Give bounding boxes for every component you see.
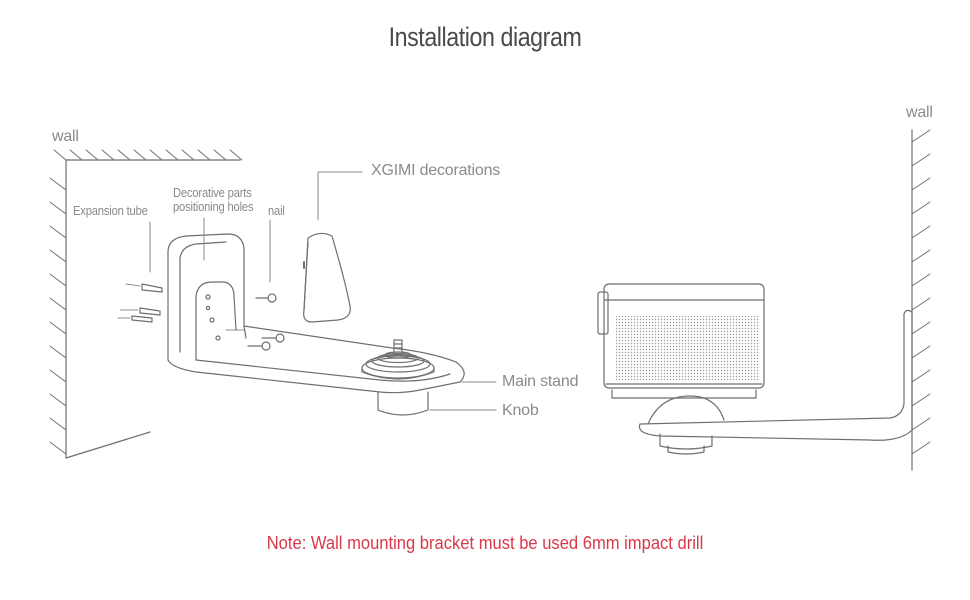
label-decorative-parts-line1: Decorative parts xyxy=(173,185,252,200)
projector xyxy=(597,283,765,425)
label-knob: Knob xyxy=(502,402,539,419)
page-title: Installation diagram xyxy=(388,22,582,52)
label-decorative-parts-line2: positioning holes xyxy=(173,199,254,214)
label-wall-right: wall xyxy=(906,104,933,121)
right-wall xyxy=(911,129,931,471)
installation-note: Note: Wall mounting bracket must be used… xyxy=(266,533,704,553)
left-wall xyxy=(49,149,243,459)
label-expansion-tube: Expansion tube xyxy=(73,203,148,218)
knob-assembly xyxy=(361,339,435,416)
xgimi-decoration-piece xyxy=(303,232,351,323)
expansion-tubes xyxy=(117,283,163,323)
main-stand-bracket xyxy=(167,233,465,394)
label-main-stand: Main stand xyxy=(502,373,579,390)
side-view-bracket xyxy=(638,309,913,455)
label-nail: nail xyxy=(268,203,285,218)
projector-speaker-grille xyxy=(616,316,760,382)
label-decorative-parts: Decorative parts positioning holes xyxy=(173,185,254,214)
nails xyxy=(225,293,285,351)
label-xgimi-decorations: XGIMI decorations xyxy=(371,162,501,179)
leader-lines xyxy=(149,171,497,411)
label-wall-left: wall xyxy=(52,128,79,145)
